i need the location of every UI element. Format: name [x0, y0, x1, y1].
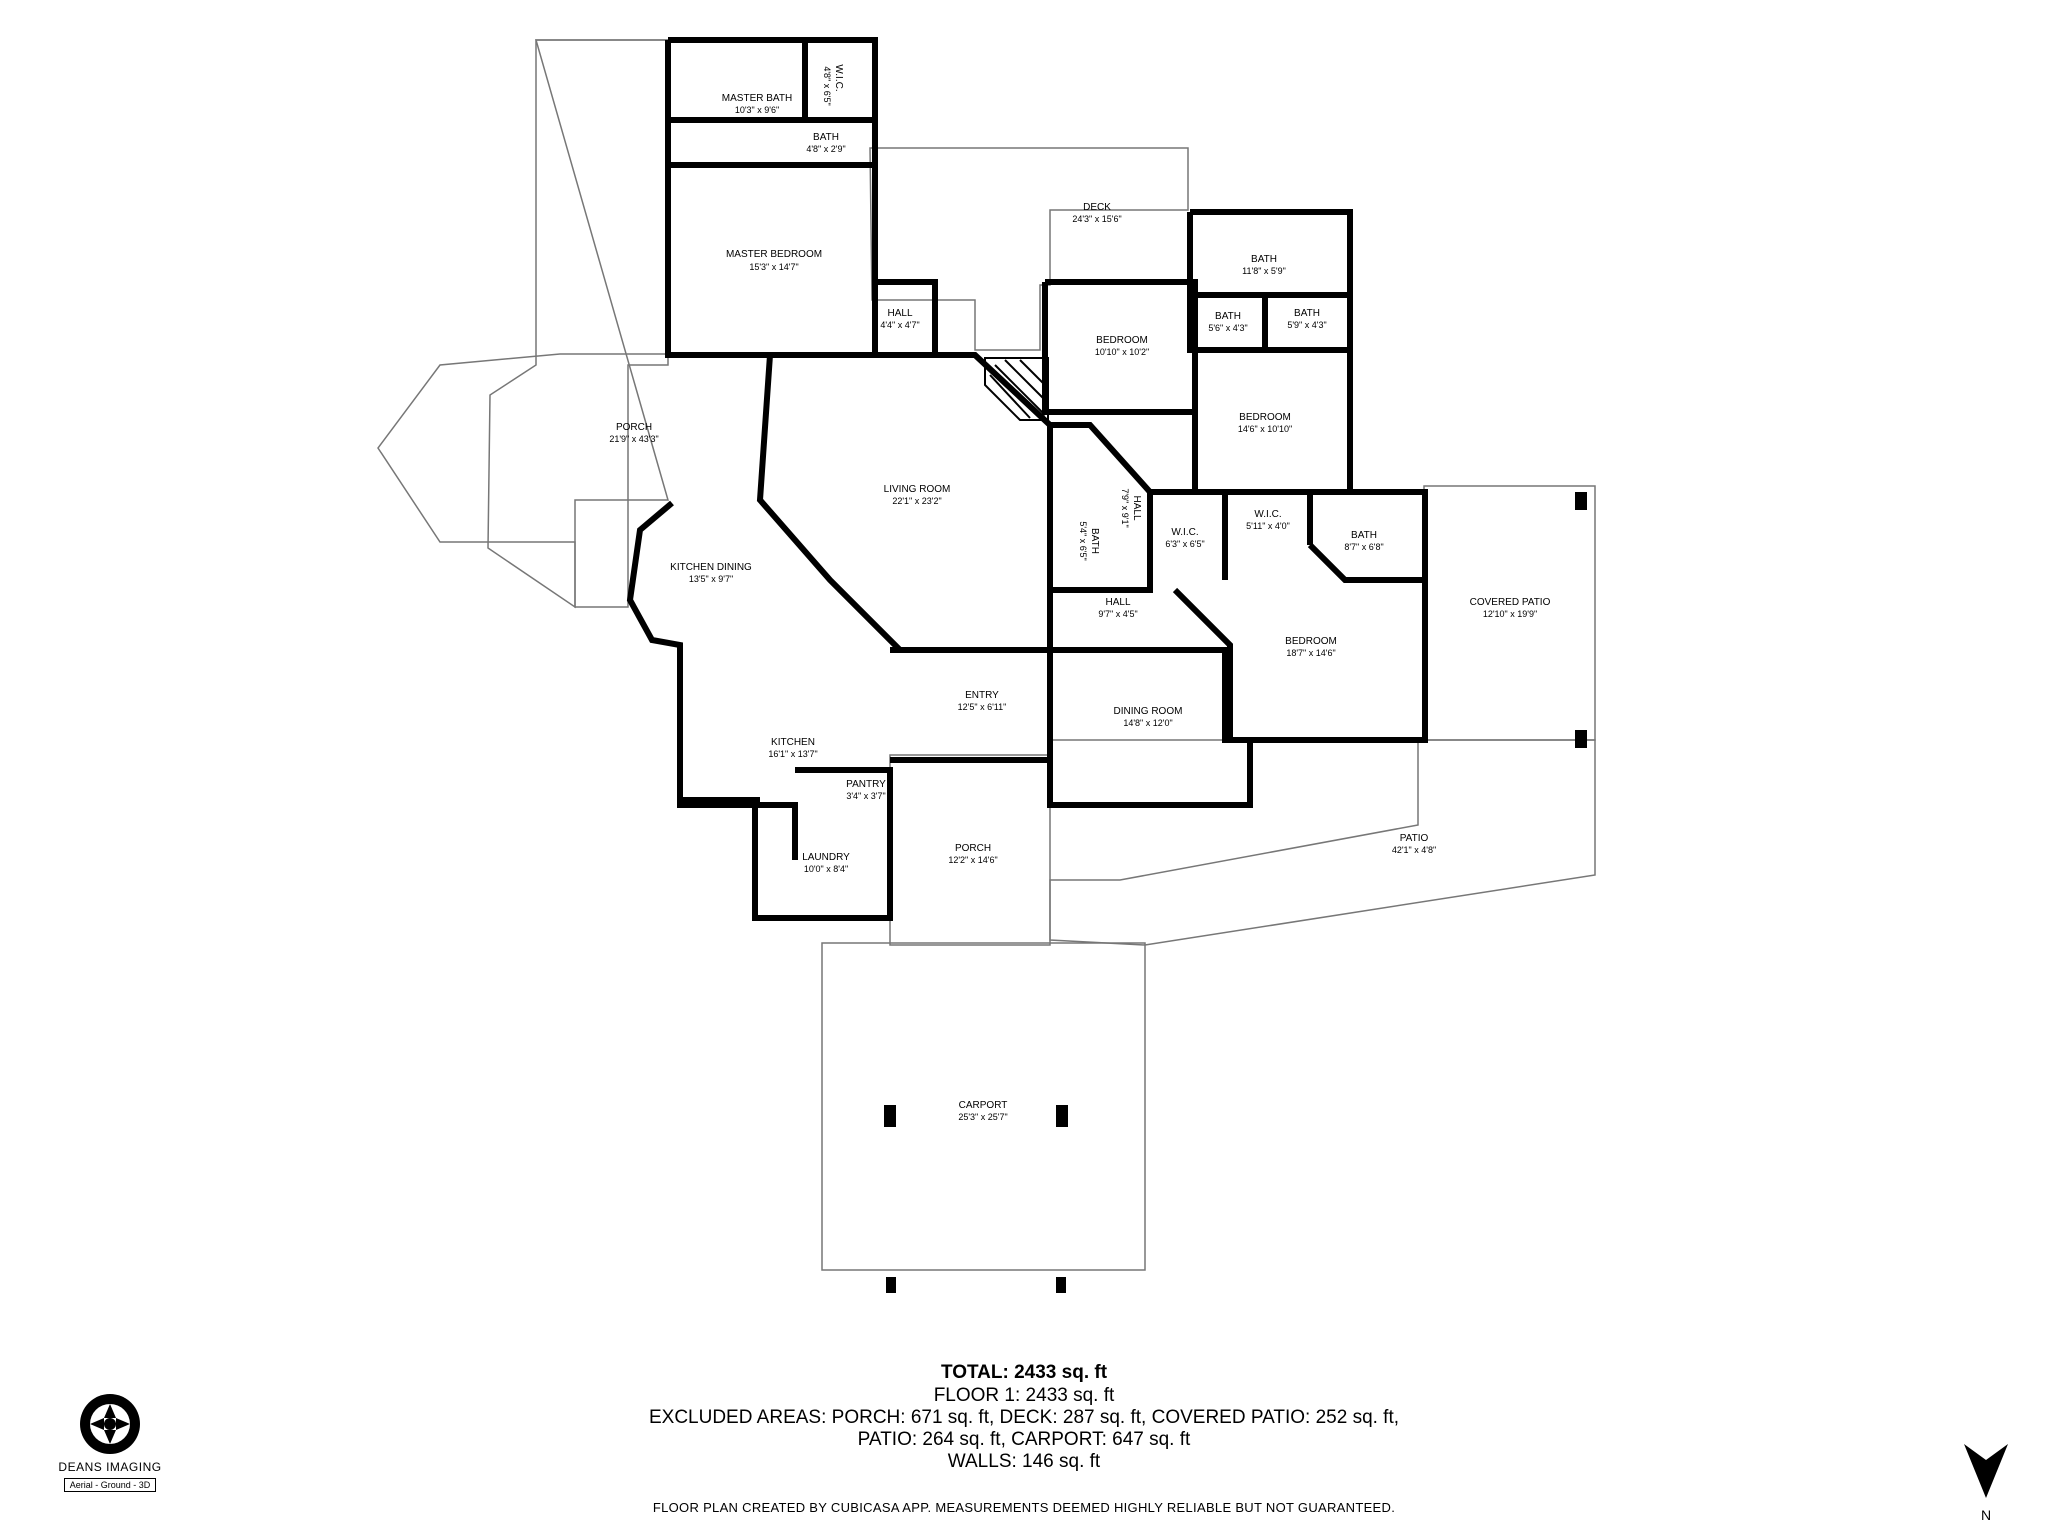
room-name: CARPORT — [959, 1100, 1008, 1111]
room-dimension: 14'6" x 10'10" — [1238, 424, 1292, 434]
room-name: W.I.C. — [1171, 527, 1198, 538]
room-dimension: 15'3" x 14'7" — [749, 262, 798, 272]
hall-walls — [875, 279, 938, 355]
room-dimension: 12'2" x 14'6" — [948, 855, 997, 865]
room-dimension: 11'8" x 5'9" — [1242, 266, 1286, 276]
room-name: COVERED PATIO — [1470, 597, 1551, 608]
porch-west-shape — [487, 39, 669, 609]
walls-area: WALLS: 146 sq. ft — [947, 1451, 1101, 1472]
excluded-areas-line1: EXCLUDED AREAS: PORCH: 671 sq. ft, DECK:… — [648, 1407, 1400, 1428]
room-name: BATH — [1251, 254, 1277, 265]
room-name: W.I.C. — [1254, 509, 1281, 520]
house-walls — [626, 37, 1428, 921]
room-dimension: 10'3" x 9'6" — [735, 105, 779, 115]
room-dimension: 5'4" x 6'5" — [1078, 521, 1088, 560]
room-dimension: 4'8" x 2'9" — [806, 144, 845, 154]
laundry-walls — [752, 770, 893, 921]
room-name: KITCHEN — [771, 737, 815, 748]
room-dimension: 4'4" x 4'7" — [880, 320, 919, 330]
room-name: HALL — [887, 308, 912, 319]
carport-outline — [821, 942, 1146, 1271]
room-dimension: 6'3" x 6'5" — [1165, 539, 1204, 549]
room-name: DECK — [1083, 202, 1111, 213]
room-labels: MASTER BATH 10'3" x 9'6" W.I.C. 4'8" x 6… — [609, 64, 1550, 1122]
room-dimension: 18'7" x 14'6" — [1286, 648, 1335, 658]
room-dimension: 24'3" x 15'6" — [1072, 214, 1121, 224]
fireplace — [984, 357, 1049, 421]
wic-walls — [1150, 489, 1428, 743]
room-dimension: 4'8" x 6'5" — [822, 66, 832, 105]
room-name: MASTER BATH — [722, 93, 792, 104]
kitchen-dining-walls — [626, 500, 760, 803]
room-name: ENTRY — [965, 690, 999, 701]
pantry-walls — [795, 767, 893, 840]
bath-east — [1307, 542, 1425, 583]
disclaimer: FLOOR PLAN CREATED BY CUBICASA APP. MEAS… — [652, 1500, 1396, 1515]
room-name: BEDROOM — [1285, 636, 1337, 647]
floor1-area: FLOOR 1: 2433 sq. ft — [933, 1385, 1115, 1406]
brand-tagline: Aerial - Ground - 3D — [63, 1478, 157, 1492]
room-name: W.I.C. — [833, 64, 844, 91]
room-dimension: 14'8" x 12'0" — [1123, 718, 1172, 728]
room-name: PATIO — [1400, 833, 1429, 844]
north-arrow-icon — [1964, 1444, 2008, 1498]
room-dimension: 12'10" x 19'9" — [1483, 609, 1537, 619]
room-name: LIVING ROOM — [884, 484, 951, 495]
porch-west-outline — [377, 39, 669, 608]
room-name: HALL — [1105, 597, 1130, 608]
room-name: BATH — [1351, 530, 1377, 541]
room-name: BATH — [1294, 308, 1320, 319]
room-dimension: 10'10" x 10'2" — [1095, 347, 1149, 357]
room-dimension: 12'5" x 6'11" — [958, 702, 1007, 712]
room-name: PORCH — [955, 843, 991, 854]
carport-posts — [884, 492, 1587, 1293]
room-dimension: 22'1" x 23'2" — [892, 496, 941, 506]
excluded-areas-line2: PATIO: 264 sq. ft, CARPORT: 647 sq. ft — [857, 1429, 1191, 1450]
room-name: LAUNDRY — [802, 852, 850, 863]
room-name: KITCHEN DINING — [670, 562, 752, 573]
room-name: BATH — [1089, 528, 1100, 554]
room-name: BEDROOM — [1239, 412, 1291, 423]
room-dimension: 42'1" x 4'8" — [1392, 845, 1436, 855]
room-dimension: 16'1" x 13'7" — [768, 749, 817, 759]
outdoor-areas — [377, 39, 1596, 1271]
room-name: DINING ROOM — [1114, 706, 1183, 717]
room-dimension: 5'9" x 4'3" — [1287, 320, 1326, 330]
room-dimension: 7'9" x 9'1" — [1120, 488, 1130, 527]
room-name: HALL — [1131, 495, 1142, 520]
total-area: TOTAL: 2433 sq. ft — [940, 1362, 1108, 1383]
room-name: BATH — [1215, 311, 1241, 322]
kitchen-walls — [677, 645, 798, 860]
room-dimension: 13'5" x 9'7" — [689, 574, 733, 584]
dining-room-walls — [1047, 647, 1253, 808]
room-dimension: 5'6" x 4'3" — [1208, 323, 1247, 333]
room-dimension: 5'11" x 4'0" — [1246, 521, 1290, 531]
room-name: PANTRY — [846, 779, 886, 790]
north-label: N — [1980, 1507, 1992, 1523]
room-dimension: 10'0" x 8'4" — [804, 864, 848, 874]
north-compass: N — [1962, 1442, 2010, 1523]
entry-walls — [890, 647, 1053, 763]
deck-outline — [869, 147, 1189, 351]
room-name: MASTER BEDROOM — [726, 249, 822, 260]
patio-outline — [1049, 739, 1596, 946]
room-dimension: 21'9" x 43'3" — [609, 434, 658, 444]
room-dimension: 3'4" x 3'7" — [846, 791, 885, 801]
brand-logo: DEANS IMAGING Aerial - Ground - 3D — [50, 1392, 170, 1493]
room-dimension: 25'3" x 25'7" — [958, 1112, 1007, 1122]
brand-name: DEANS IMAGING — [58, 1460, 162, 1474]
room-dimension: 9'7" x 4'5" — [1098, 609, 1137, 619]
room-name: BATH — [813, 132, 839, 143]
room-name: BEDROOM — [1096, 335, 1148, 346]
room-dimension: 8'7" x 6'8" — [1344, 542, 1383, 552]
room-name: PORCH — [616, 422, 652, 433]
camera-aperture-icon — [80, 1394, 140, 1454]
